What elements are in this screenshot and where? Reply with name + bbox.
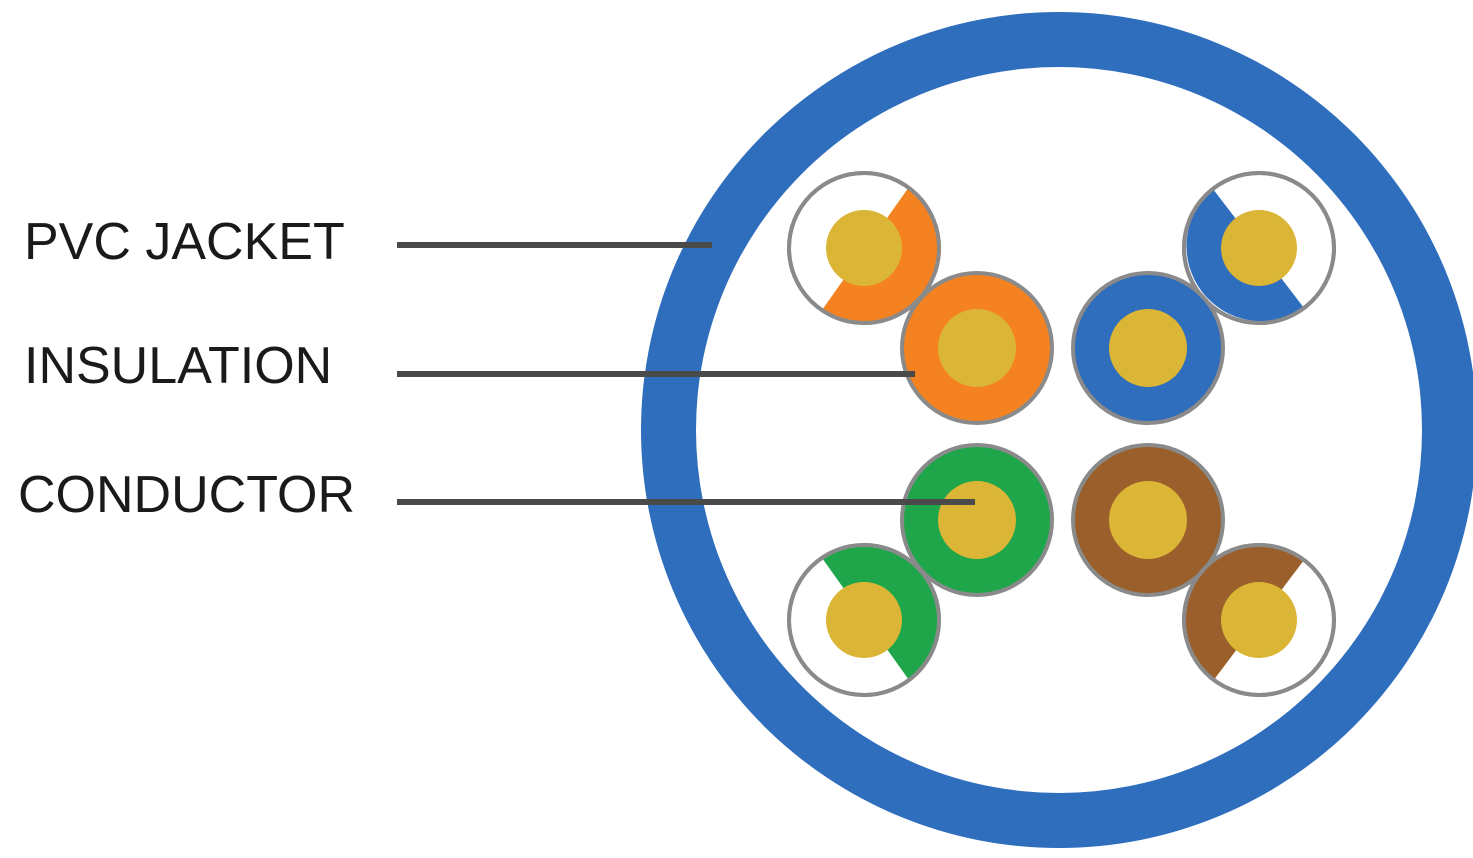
conductor-blue-white — [1221, 210, 1297, 286]
green-white-insulation-outline — [787, 543, 941, 697]
blue-white-insulation-outline — [1182, 171, 1336, 325]
conductor-blue — [1109, 309, 1187, 387]
brown-white-insulation-outline — [1182, 543, 1336, 697]
conductor-green — [938, 481, 1016, 559]
brown-pair — [1071, 443, 1336, 697]
orange-white-striped-wire — [787, 171, 941, 325]
blue-white-striped-wire — [1182, 171, 1336, 325]
conductor-green-white — [826, 582, 902, 658]
conductor-brown-white — [1221, 582, 1297, 658]
orange-white-insulation-outline — [787, 171, 941, 325]
blue-solid-wire — [1071, 271, 1225, 425]
orange-pair — [787, 171, 1054, 425]
green-white-striped-wire — [787, 543, 941, 697]
blue-pair — [1071, 171, 1336, 425]
conductor-brown — [1109, 481, 1187, 559]
insulation-label: INSULATION — [24, 337, 332, 395]
orange-solid-wire — [900, 271, 1054, 425]
green-pair — [787, 443, 1054, 697]
brown-white-striped-wire — [1182, 543, 1336, 697]
brown-solid-wire — [1071, 443, 1225, 597]
pvc-jacket-label: PVC JACKET — [24, 213, 345, 271]
conductor-orange-white — [826, 210, 902, 286]
conductor-label: CONDUCTOR — [18, 466, 355, 524]
conductor-orange — [938, 309, 1016, 387]
cable-interior — [696, 67, 1422, 793]
